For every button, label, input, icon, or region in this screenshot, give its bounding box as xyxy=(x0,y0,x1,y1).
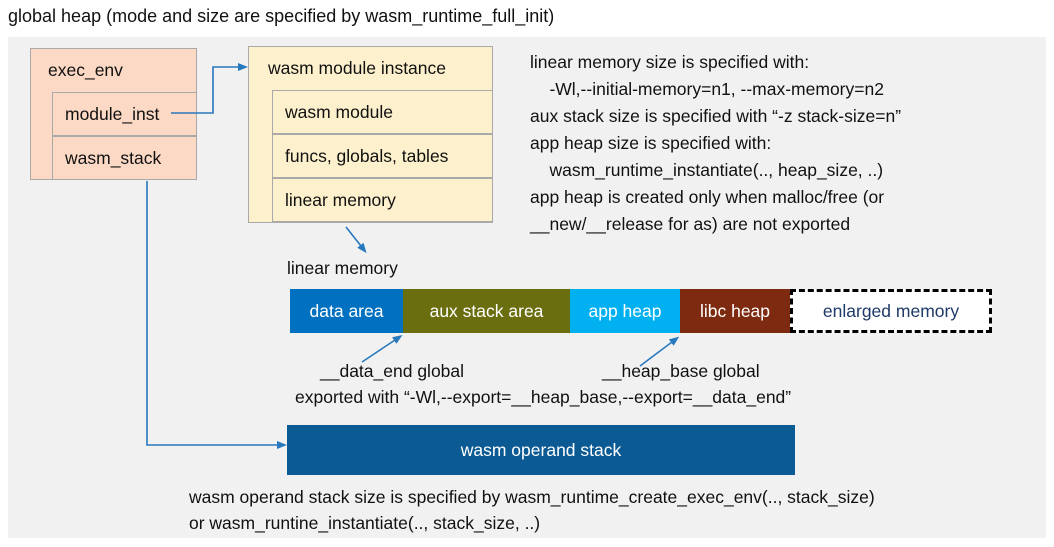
note-line: app heap size is specified with: xyxy=(530,133,772,153)
operand-stack-caption-line2: or wasm_runtine_instantiate(.., stack_si… xyxy=(189,513,541,533)
note-line: wasm_runtime_instantiate(.., heap_size, … xyxy=(530,160,884,180)
operand-stack-caption-line1: wasm operand stack size is specified by … xyxy=(189,487,875,507)
memory-segment-data-area: data area xyxy=(290,289,403,333)
memory-segment-enlarged-memory: enlarged memory xyxy=(790,289,992,333)
notes-block: linear memory size is specified with: -W… xyxy=(530,49,901,238)
module-instance-row-linear-memory: linear memory xyxy=(272,178,493,222)
exported-with-label: exported with “-Wl,--export=__heap_base,… xyxy=(295,387,792,407)
linear-memory-label: linear memory xyxy=(287,258,398,278)
memory-segment-app-heap: app heap xyxy=(570,289,680,333)
note-line: __new/__release for as) are not exported xyxy=(530,214,851,234)
exec-env-row-module-inst: module_inst xyxy=(52,92,197,136)
memory-segment-libc-heap: libc heap xyxy=(680,289,790,333)
memory-segment-aux-stack-area: aux stack area xyxy=(403,289,570,333)
module-instance-header: wasm module instance xyxy=(268,57,446,78)
module-instance-row-wasm-module: wasm module xyxy=(272,90,493,134)
note-line: linear memory size is specified with: xyxy=(530,52,810,72)
operand-stack-caption: wasm operand stack size is specified by … xyxy=(189,484,875,536)
heap-base-global-label: __heap_base global xyxy=(602,361,760,381)
note-line: app heap is created only when malloc/fre… xyxy=(530,187,885,207)
operand-stack-box: wasm operand stack xyxy=(287,425,795,475)
data-end-global-label: __data_end global xyxy=(320,361,465,381)
exec-env-header: exec_env xyxy=(48,59,123,80)
exec-env-row-wasm-stack: wasm_stack xyxy=(52,136,197,180)
module-instance-row-funcs-globals-tables: funcs, globals, tables xyxy=(272,134,493,178)
note-line: aux stack size is specified with “-z sta… xyxy=(530,106,902,126)
page-title: global heap (mode and size are specified… xyxy=(8,6,555,26)
note-line: -Wl,--initial-memory=n1, --max-memory=n2 xyxy=(530,79,884,99)
